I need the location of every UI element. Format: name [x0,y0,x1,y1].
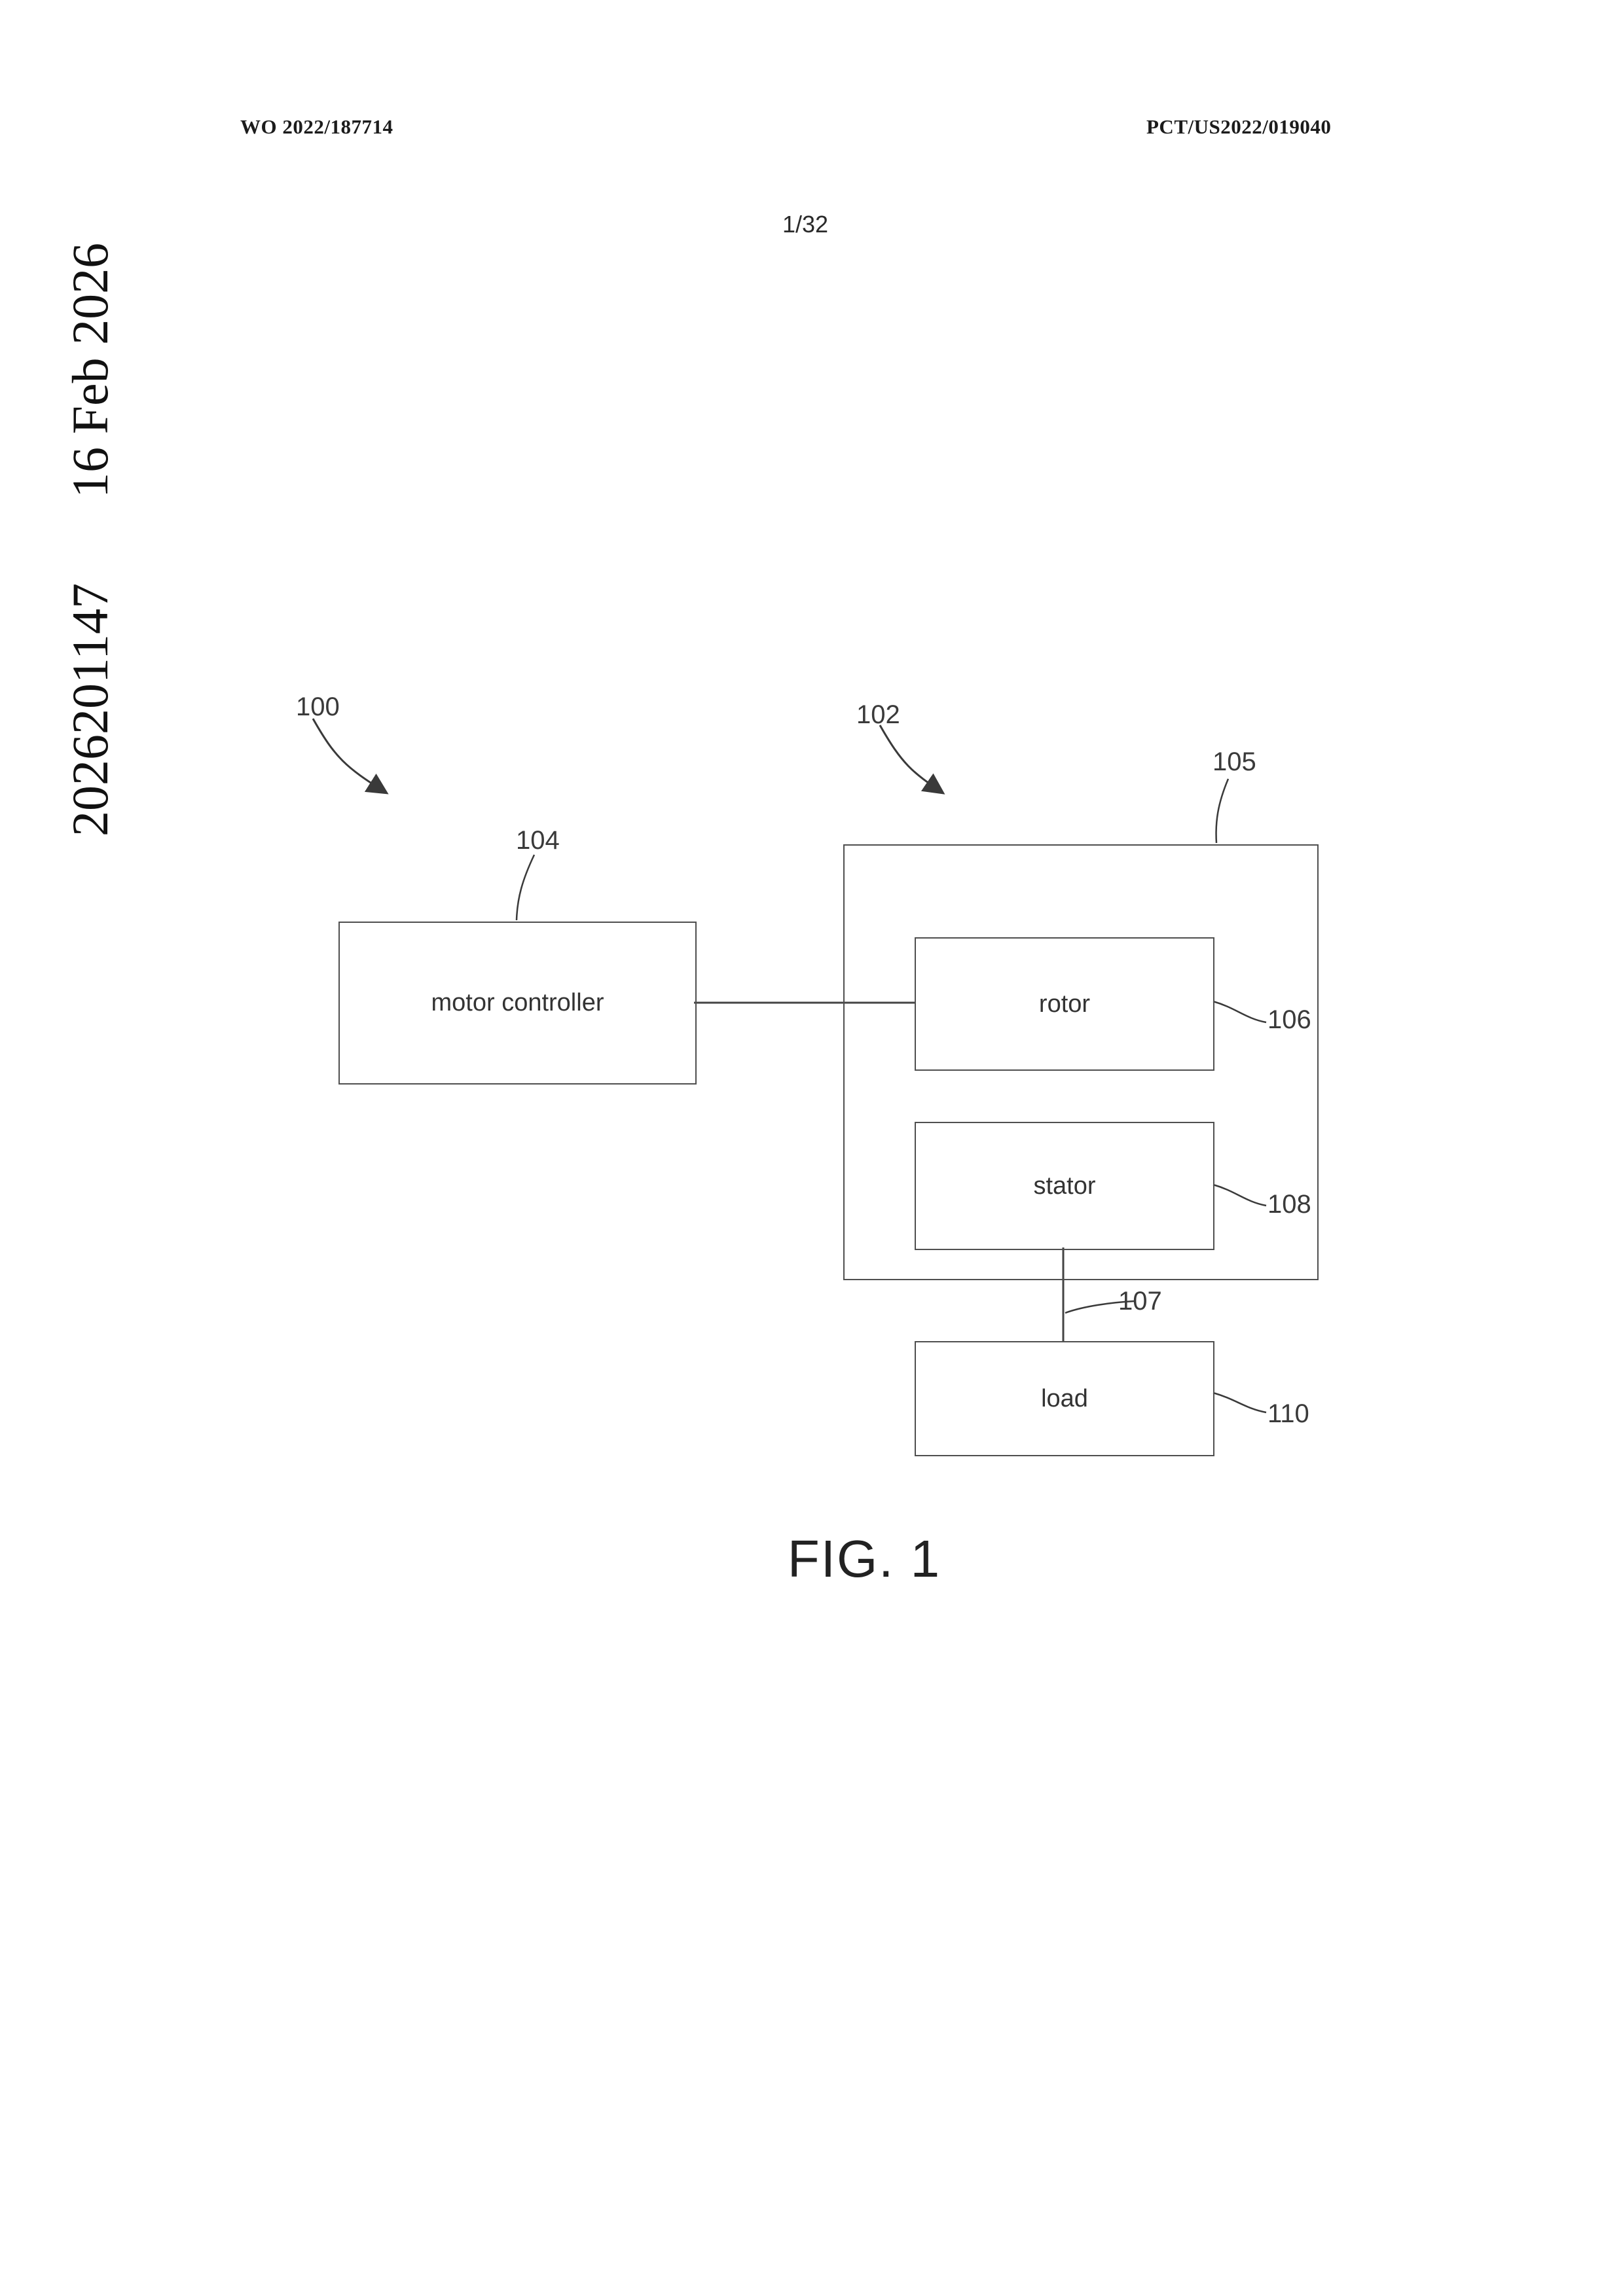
leader-ref-107 [1065,1300,1135,1314]
motor-controller-box: motor controller [338,922,697,1085]
arrow-ref-102 [879,725,945,795]
ref-numeral-107: 107 [1118,1287,1162,1316]
rotor-label: rotor [1038,990,1091,1018]
leader-ref-110 [1213,1391,1267,1414]
application-number: PCT/US2022/019040 [1146,115,1332,138]
load-label: load [1041,1384,1088,1412]
leader-ref-106 [1213,1000,1267,1024]
ref-numeral-105: 105 [1213,747,1256,776]
arrow-ref-100 [312,718,389,795]
ref-numeral-110: 110 [1267,1399,1309,1428]
rotor-box: rotor [915,937,1214,1071]
motor-controller-label: motor controller [431,989,604,1016]
load-box: load [915,1341,1214,1456]
ref-numeral-106: 106 [1267,1005,1311,1034]
motor-box [843,844,1319,1280]
ref-numeral-100: 100 [296,692,340,721]
figure-caption: FIG. 1 [787,1530,941,1588]
ref-numeral-102: 102 [856,700,900,729]
stator-label: stator [1033,1172,1096,1200]
stator-box: stator [915,1122,1214,1250]
sheet-number: 1/32 [782,211,829,238]
ref-numeral-104: 104 [516,826,560,855]
ref-numeral-108: 108 [1267,1190,1311,1219]
leader-ref-108 [1213,1183,1267,1207]
publication-number: WO 2022/187714 [240,115,393,138]
leader-ref-104 [515,854,536,921]
leader-ref-105 [1215,778,1230,844]
